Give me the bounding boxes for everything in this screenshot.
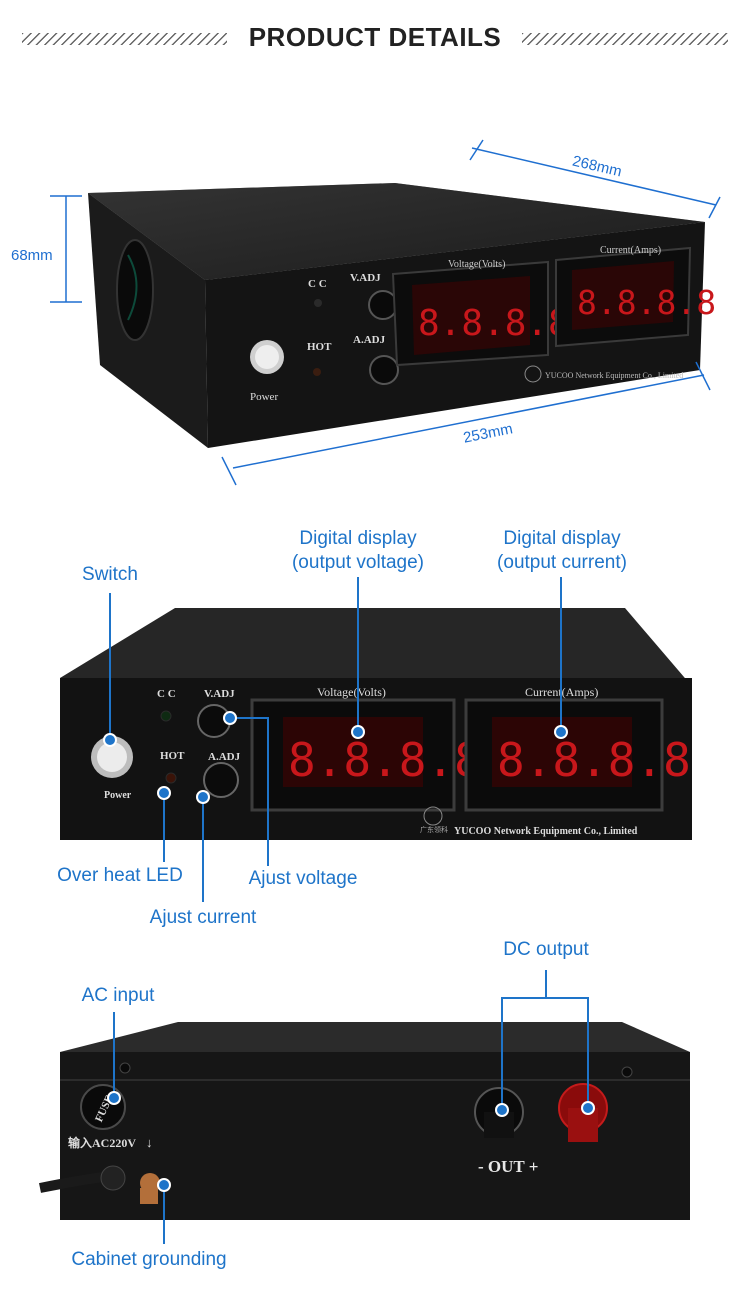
aadj-label: A.ADJ [353, 334, 386, 346]
front-panel-photo: Power C C HOT V.ADJ A.ADJ Voltage(Volts)… [60, 608, 692, 840]
rear-panel-photo: FUSE 输入AC220V ↓ - OUT + [39, 1022, 690, 1220]
current-display-marker [554, 725, 568, 739]
brand-front: YUCOO Network Equipment Co., Limited [454, 826, 638, 837]
switch-marker [103, 733, 117, 747]
voltage-title-top: Voltage(Volts) [448, 259, 505, 270]
aadj-label-front: A.ADJ [208, 751, 241, 763]
hot-label: HOT [307, 341, 332, 353]
callout-over-heat-led: Over heat LED [57, 865, 183, 886]
ac-input-label: 输入AC220V [68, 1135, 136, 1150]
current-title-top: Current(Amps) [600, 245, 661, 256]
grounding-marker [157, 1178, 171, 1192]
adjust-voltage-marker [223, 711, 237, 725]
callout-adjust-voltage: Ajust voltage [248, 868, 358, 889]
out-label: - OUT + [478, 1157, 538, 1176]
vadj-label: V.ADJ [350, 272, 381, 284]
height-dimension: 68mm [11, 247, 53, 264]
callout-adjust-current: Ajust current [149, 907, 257, 928]
brand-cn-front: 广东领科 [420, 825, 448, 834]
callout-ac-input: AC input [81, 985, 155, 1006]
header-hatch-left [22, 33, 227, 45]
overheat-led-marker [157, 786, 171, 800]
dc-negative-marker [495, 1103, 509, 1117]
voltage-title-front: Voltage(Volts) [317, 685, 386, 699]
cc-label: C C [308, 278, 327, 290]
callout-voltage-display-line2: (output voltage) [291, 552, 425, 573]
power-label-front: Power [104, 790, 132, 801]
current-reading-top: 8.8.8.8 [577, 283, 716, 322]
callout-current-display-line1: Digital display [503, 528, 621, 549]
voltage-reading-front: 8.8.8.8 [288, 733, 482, 787]
current-reading-front: 8.8.8.8 [497, 733, 691, 787]
vadj-label-front: V.ADJ [204, 688, 235, 700]
cc-label-front: C C [157, 688, 176, 700]
ground-symbol: ↓ [146, 1135, 153, 1150]
dc-positive-marker [581, 1101, 595, 1115]
callout-switch: Switch [82, 564, 138, 585]
voltage-reading-top: 8.8.8.8 [418, 303, 570, 344]
callout-current-display: Digital display (output current) [462, 527, 662, 575]
brand-top: YUCOO Network Equipment Co., Limited [545, 371, 683, 380]
callout-voltage-display: Digital display (output voltage) [258, 527, 458, 575]
callout-current-display-line2: (output current) [497, 552, 627, 573]
power-label: Power [250, 391, 278, 403]
header-hatch-right [522, 33, 728, 45]
page-title: PRODUCT DETAILS [248, 22, 502, 52]
callout-voltage-display-line1: Digital display [299, 528, 417, 549]
voltage-display-marker [351, 725, 365, 739]
dimension-product-photo: Power C C HOT V.ADJ A.ADJ Voltage(Volts)… [50, 139, 721, 486]
callout-cabinet-grounding: Cabinet grounding [71, 1249, 227, 1270]
hot-label-front: HOT [160, 750, 185, 762]
ac-input-marker [107, 1091, 121, 1105]
adjust-current-marker [196, 790, 210, 804]
callout-dc-output: DC output [503, 939, 589, 960]
